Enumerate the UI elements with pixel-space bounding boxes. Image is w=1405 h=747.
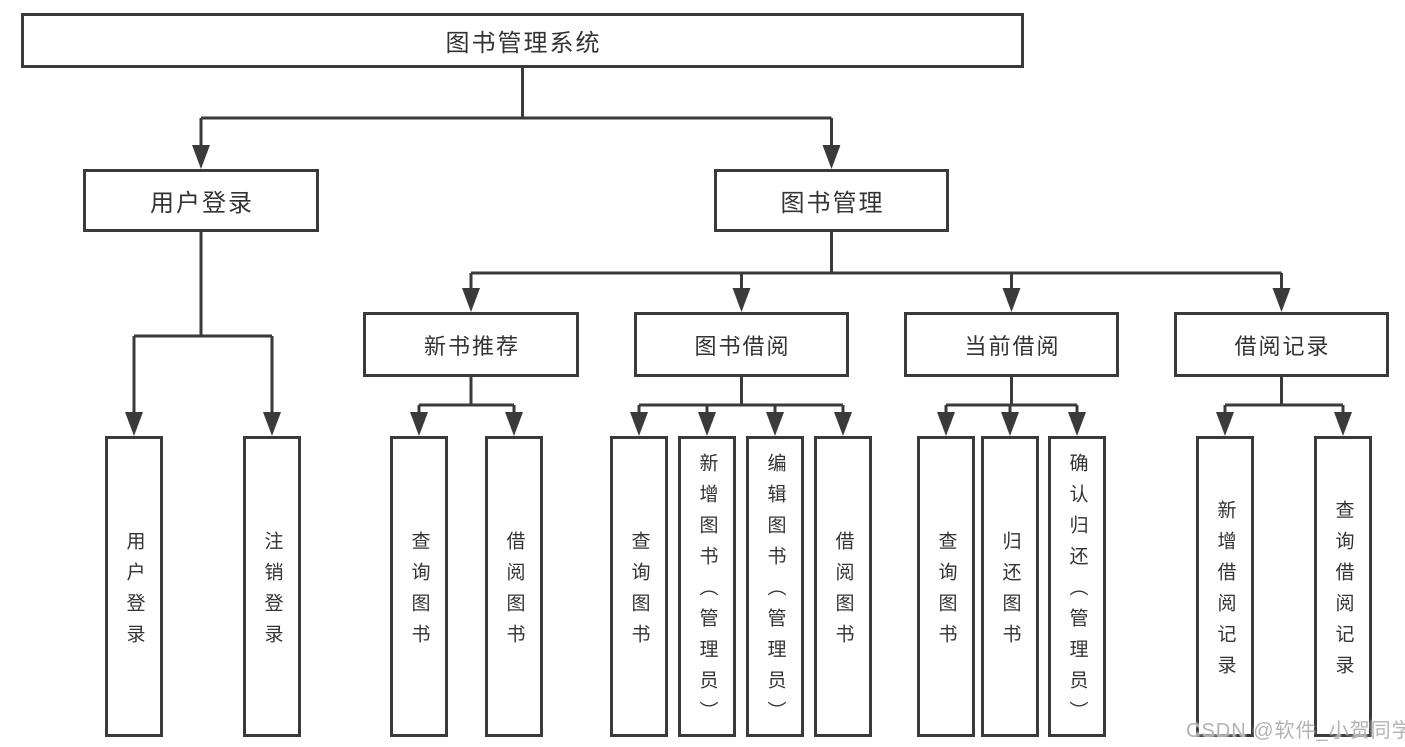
arrowhead — [410, 412, 428, 436]
connector-book-mgmt-to-level3 — [462, 232, 1291, 312]
leaf-logout: 注销登录 — [243, 436, 301, 737]
arrowhead — [834, 412, 852, 436]
node-book-mgmt: 图书管理 — [714, 169, 949, 232]
leaf-borrow-query-books-label: 查询图书 — [628, 530, 650, 655]
leaf-logout-label: 注销登录 — [261, 530, 283, 655]
connector-current-borrow-to-leaves — [937, 377, 1086, 436]
leaf-new-books-borrow-label: 借阅图书 — [503, 530, 525, 655]
leaf-current-query-books: 查询图书 — [917, 436, 975, 737]
arrowhead — [505, 412, 523, 436]
node-book-mgmt-label: 图书管理 — [780, 190, 885, 217]
leaf-query-borrow-record: 查询借阅记录 — [1314, 436, 1372, 737]
node-current-borrow-label: 当前借阅 — [964, 333, 1061, 359]
node-new-books: 新书推荐 — [363, 312, 579, 377]
leaf-user-login: 用户登录 — [105, 436, 163, 737]
leaf-add-books-admin-label: 新增图书（管理员） — [696, 453, 718, 732]
arrowhead — [1068, 412, 1086, 436]
arrowhead — [192, 145, 210, 169]
leaf-new-books-borrow: 借阅图书 — [485, 436, 543, 737]
arrowhead — [263, 412, 281, 436]
arrowhead — [462, 288, 480, 312]
leaf-borrow-books: 借阅图书 — [814, 436, 872, 737]
leaf-return-books-label: 归还图书 — [999, 530, 1021, 655]
node-book-borrow-label: 图书借阅 — [694, 333, 791, 359]
arrowhead — [937, 412, 955, 436]
leaf-query-borrow-record-label: 查询借阅记录 — [1332, 499, 1354, 686]
arrowhead — [1001, 412, 1019, 436]
arrowhead — [1334, 412, 1352, 436]
leaf-add-borrow-record: 新增借阅记录 — [1196, 436, 1254, 737]
arrowhead — [766, 412, 784, 436]
leaf-confirm-return-admin-label: 确认归还（管理员） — [1066, 453, 1088, 732]
node-borrow-records: 借阅记录 — [1174, 312, 1389, 377]
node-root-label: 图书管理系统 — [445, 30, 602, 57]
leaf-borrow-books-label: 借阅图书 — [832, 530, 854, 655]
arrowhead — [698, 412, 716, 436]
csdn-watermark: CSDN @软件_小贺同学 — [1186, 720, 1405, 742]
node-borrow-records-label: 借阅记录 — [1234, 333, 1331, 359]
node-book-borrow: 图书借阅 — [634, 312, 849, 377]
arrowhead — [732, 288, 751, 312]
leaf-borrow-query-books: 查询图书 — [610, 436, 668, 737]
arrowhead — [822, 145, 841, 169]
node-user-login: 用户登录 — [83, 169, 319, 232]
arrowhead — [1002, 288, 1021, 312]
arrowhead — [125, 412, 143, 436]
connector-user-login-to-leaves — [125, 232, 281, 436]
leaf-new-books-query: 查询图书 — [390, 436, 448, 737]
leaf-user-login-label: 用户登录 — [123, 530, 145, 655]
leaf-edit-books-admin-label: 编辑图书（管理员） — [764, 453, 786, 732]
leaf-return-books: 归还图书 — [981, 436, 1039, 737]
connector-book-borrow-to-leaves — [630, 377, 852, 436]
leaf-add-books-admin: 新增图书（管理员） — [678, 436, 736, 737]
node-root: 图书管理系统 — [21, 13, 1024, 68]
arrowhead — [1216, 412, 1234, 436]
leaf-confirm-return-admin: 确认归还（管理员） — [1048, 436, 1106, 737]
leaf-add-borrow-record-label: 新增借阅记录 — [1214, 499, 1236, 686]
node-current-borrow: 当前借阅 — [904, 312, 1119, 377]
connector-root-to-level2 — [192, 68, 841, 169]
arrowhead — [1272, 288, 1291, 312]
leaf-new-books-query-label: 查询图书 — [408, 530, 430, 655]
arrowhead — [630, 412, 648, 436]
connector-borrow-records-to-leaves — [1216, 377, 1352, 436]
node-new-books-label: 新书推荐 — [423, 333, 520, 359]
node-user-login-label: 用户登录 — [150, 190, 254, 217]
connector-new-books-to-leaves — [410, 377, 523, 436]
leaf-edit-books-admin: 编辑图书（管理员） — [746, 436, 804, 737]
leaf-current-query-books-label: 查询图书 — [935, 530, 957, 655]
